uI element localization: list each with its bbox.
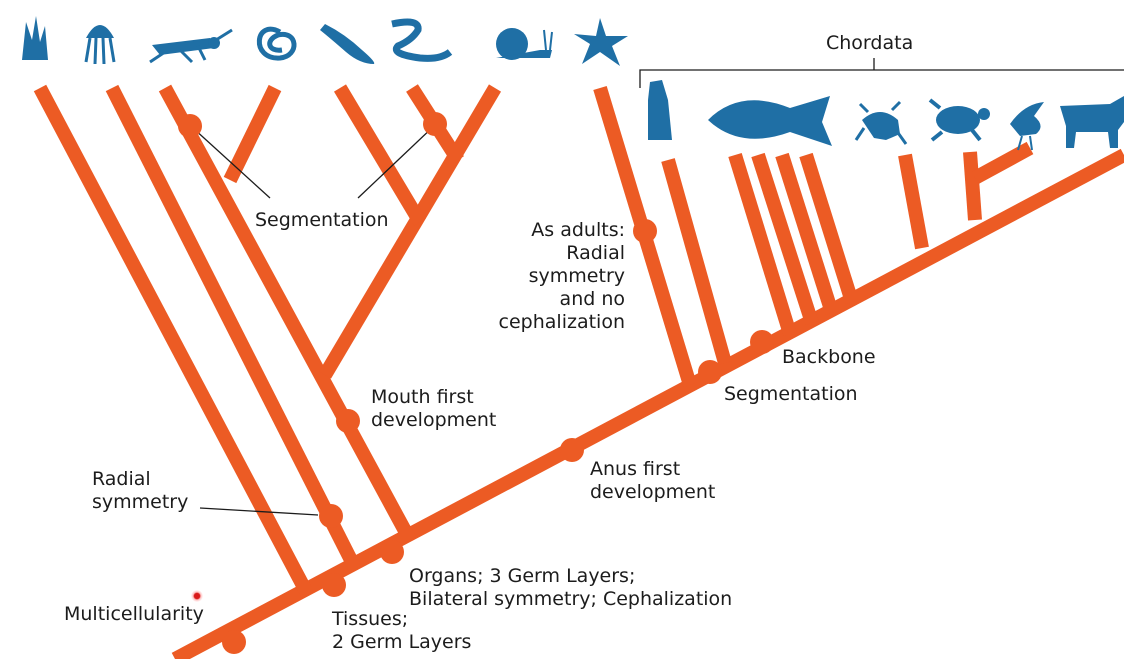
as-adults-line-1: As adults:	[470, 219, 625, 242]
chordata-label: Chordata	[826, 32, 913, 55]
node-anus-first	[560, 438, 584, 462]
tissues-line-1: Tissues;	[332, 608, 471, 631]
earthworm-icon	[392, 22, 450, 58]
lancelet-icon	[648, 80, 672, 140]
cow-icon	[1060, 96, 1124, 148]
node-backbone	[750, 330, 774, 354]
as-adults-line-3: symmetry	[470, 265, 625, 288]
node-segmentation-right	[698, 360, 722, 384]
grasshopper-icon	[150, 30, 232, 62]
chordata-bracket	[640, 70, 1124, 88]
multicellularity-label: Multicellularity	[64, 603, 204, 626]
fish-icon	[708, 96, 832, 146]
node-radial-adult	[633, 219, 657, 243]
organs-line-1: Organs; 3 Germ Layers;	[409, 565, 732, 588]
branch-amniote-stem	[970, 152, 975, 220]
node-mouth-first	[336, 409, 360, 433]
radial-symmetry-line-2: symmetry	[92, 491, 188, 514]
branch-frog	[905, 155, 922, 248]
tissues-label: Tissues; 2 Germ Layers	[332, 608, 471, 654]
starfish-icon	[574, 18, 628, 66]
jellyfish-icon	[86, 25, 114, 64]
radial-symmetry-line-1: Radial	[92, 468, 188, 491]
branch-flatworm	[340, 88, 420, 222]
node-segmentation-left	[178, 114, 202, 138]
flatworm-icon	[320, 24, 374, 64]
branch-sponge	[40, 88, 308, 595]
frog-icon	[856, 102, 906, 144]
branch-roundworm	[230, 88, 275, 180]
as-adults-line-5: cephalization	[470, 311, 625, 334]
node-segmentation-mid	[423, 112, 447, 136]
anus-first-line-1: Anus first	[590, 458, 715, 481]
node-radial-symmetry	[319, 504, 343, 528]
roundworm-icon	[259, 29, 294, 58]
mouth-first-line-2: development	[371, 409, 496, 432]
turtle-icon	[930, 100, 990, 140]
tissues-line-2: 2 Germ Layers	[332, 631, 471, 654]
segmentation-label-right: Segmentation	[724, 383, 858, 406]
node-tissues	[322, 573, 346, 597]
as-adults-line-2: Radial	[470, 242, 625, 265]
as-adults-label: As adults: Radial symmetry and no cephal…	[470, 219, 625, 334]
sponge-icon	[22, 16, 48, 60]
backbone-label: Backbone	[782, 346, 876, 369]
as-adults-line-4: and no	[470, 288, 625, 311]
mouth-first-label: Mouth first development	[371, 386, 496, 432]
node-multicellularity	[222, 630, 246, 654]
snail-icon	[496, 28, 552, 60]
anus-first-line-2: development	[590, 481, 715, 504]
segmentation-label-top: Segmentation	[255, 209, 389, 232]
radial-symmetry-label: Radial symmetry	[92, 468, 188, 514]
mouth-first-line-1: Mouth first	[371, 386, 496, 409]
anus-first-label: Anus first development	[590, 458, 715, 504]
pointer-cursor	[191, 590, 203, 602]
node-organs	[380, 540, 404, 564]
branch-fish-4	[806, 155, 852, 302]
organs-label: Organs; 3 Germ Layers; Bilateral symmetr…	[409, 565, 732, 611]
branch-bird	[975, 148, 1030, 178]
